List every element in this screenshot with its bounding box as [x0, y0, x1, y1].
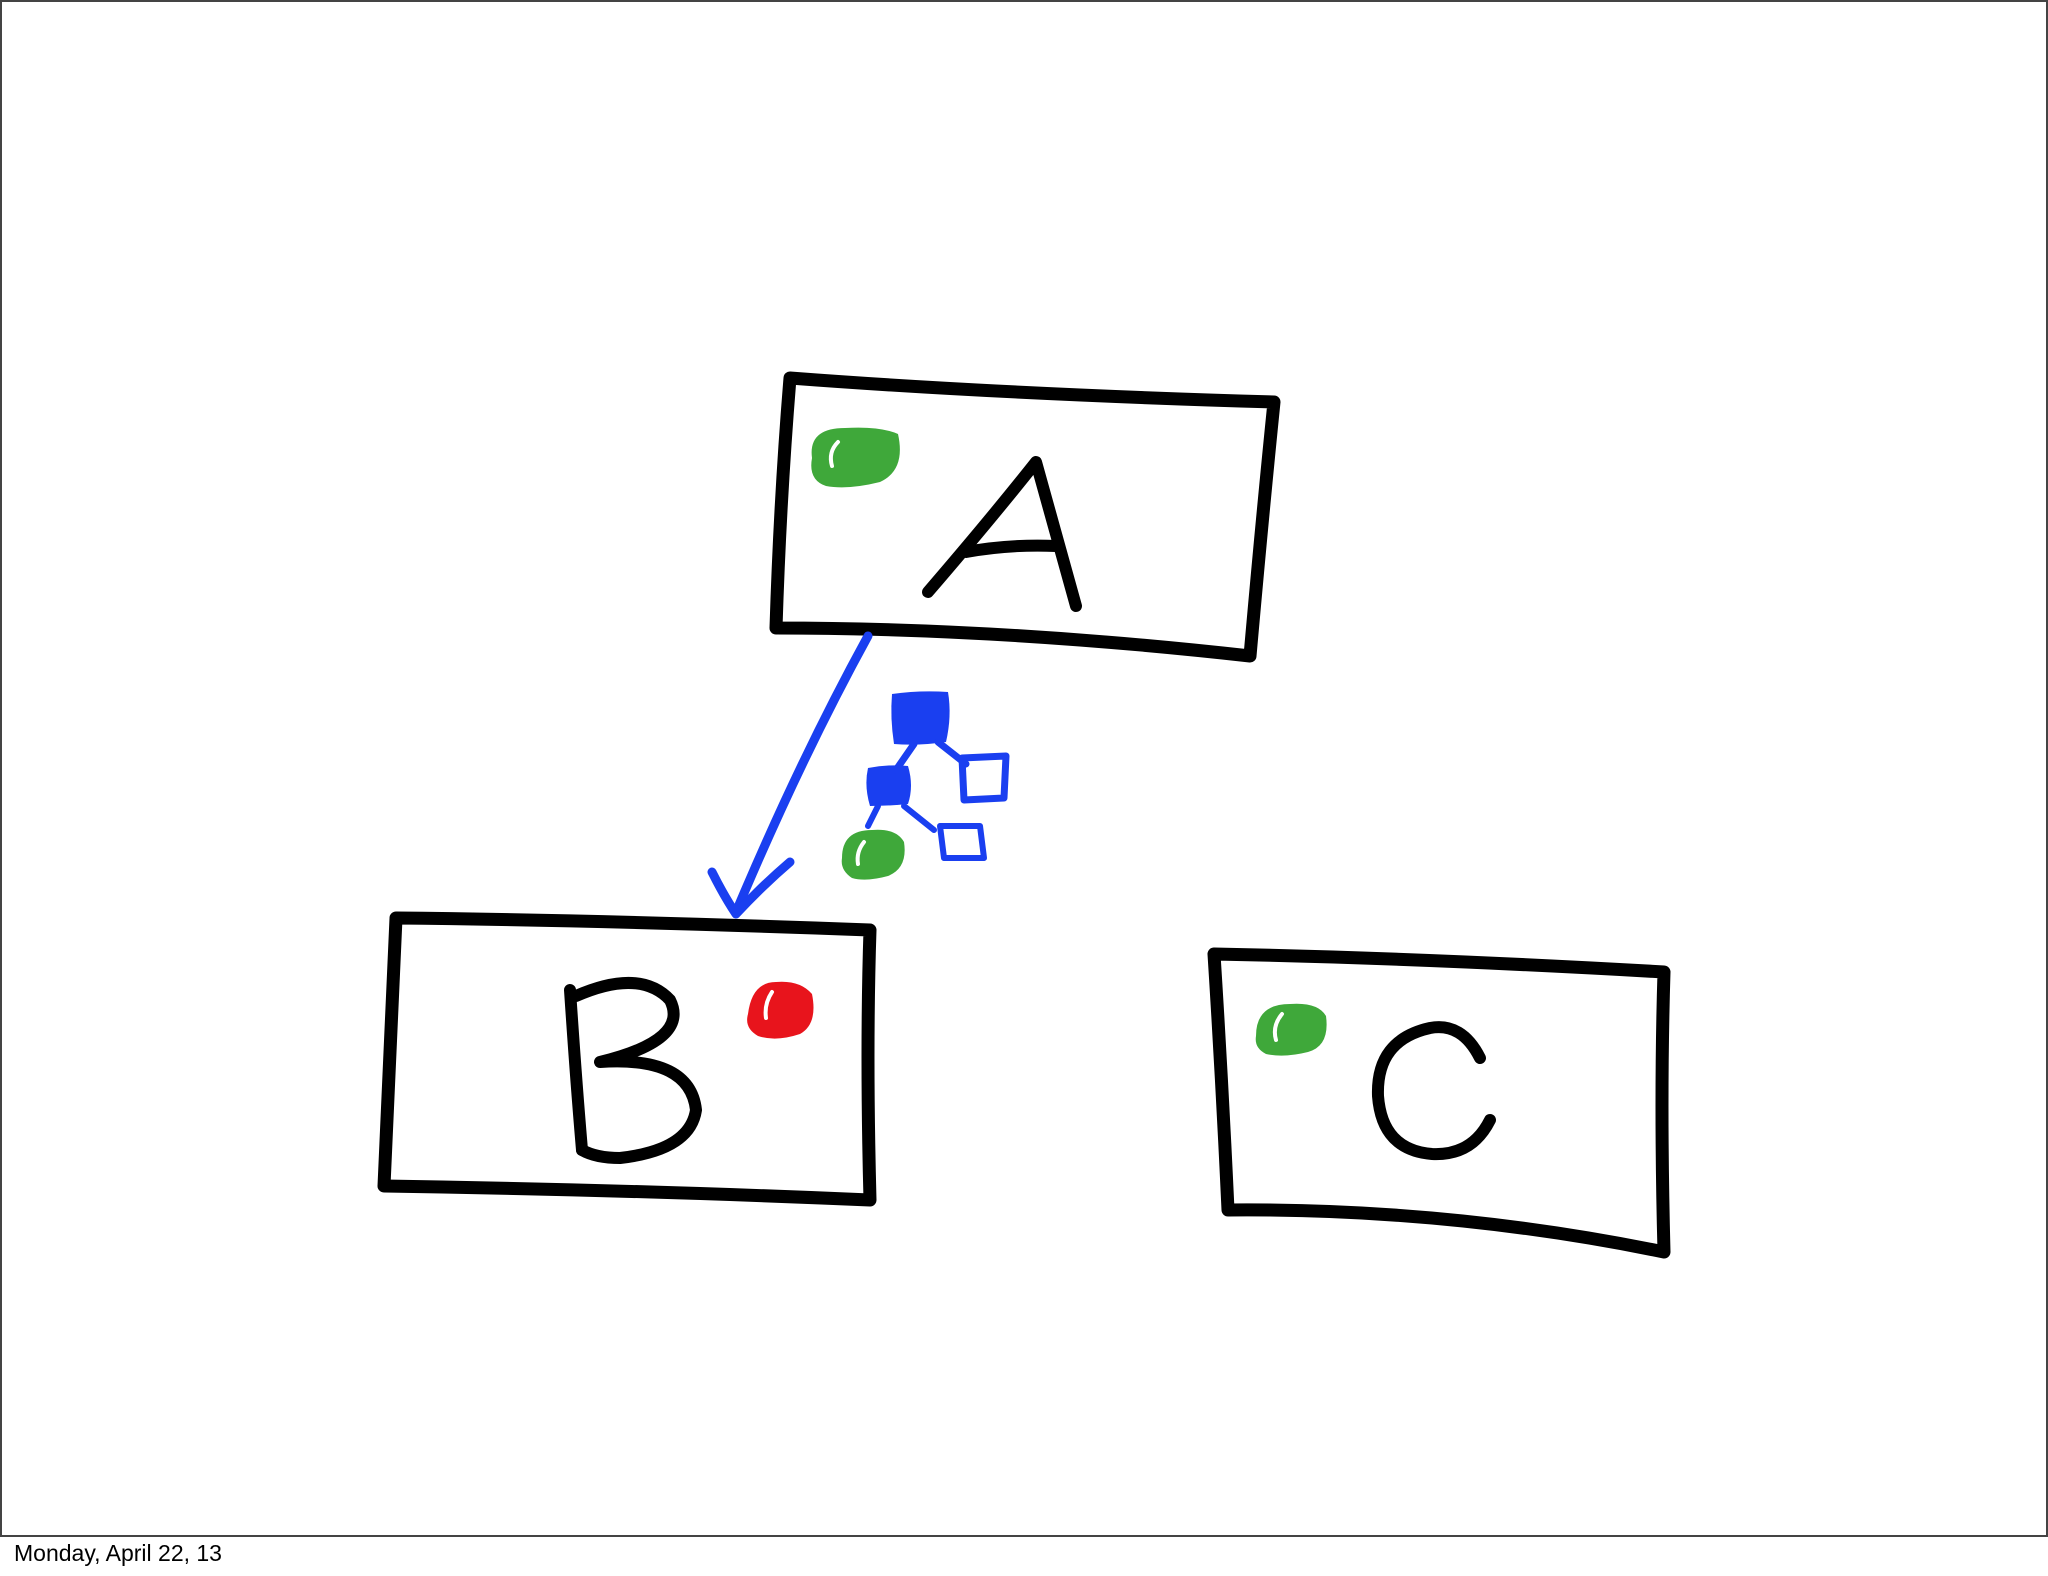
- small-tree-icon: [841, 691, 1010, 880]
- node-a: A: [769, 371, 1281, 663]
- arrow-head-icon: [707, 857, 795, 919]
- edge-a-to-b: [707, 631, 873, 919]
- green-dot-icon: [811, 427, 900, 488]
- node-b-box: [377, 911, 877, 1207]
- node-b-label: B: [564, 976, 702, 1164]
- node-c-box: [1207, 947, 1671, 1259]
- slide: A B C: [0, 0, 2048, 1537]
- node-a-box: [769, 371, 1281, 663]
- node-b: B: [377, 911, 877, 1207]
- node-c-label: C: [1371, 1021, 1496, 1161]
- green-dot-icon: [841, 829, 905, 880]
- node-a-label: A: [922, 456, 1082, 612]
- green-dot-icon: [1255, 1003, 1327, 1056]
- node-c: C: [1207, 947, 1671, 1259]
- arrow-shaft: [731, 631, 873, 917]
- slide-border: [0, 0, 2048, 1537]
- footer-date: Monday, April 22, 13: [14, 1540, 222, 1566]
- red-dot-icon: [747, 981, 814, 1039]
